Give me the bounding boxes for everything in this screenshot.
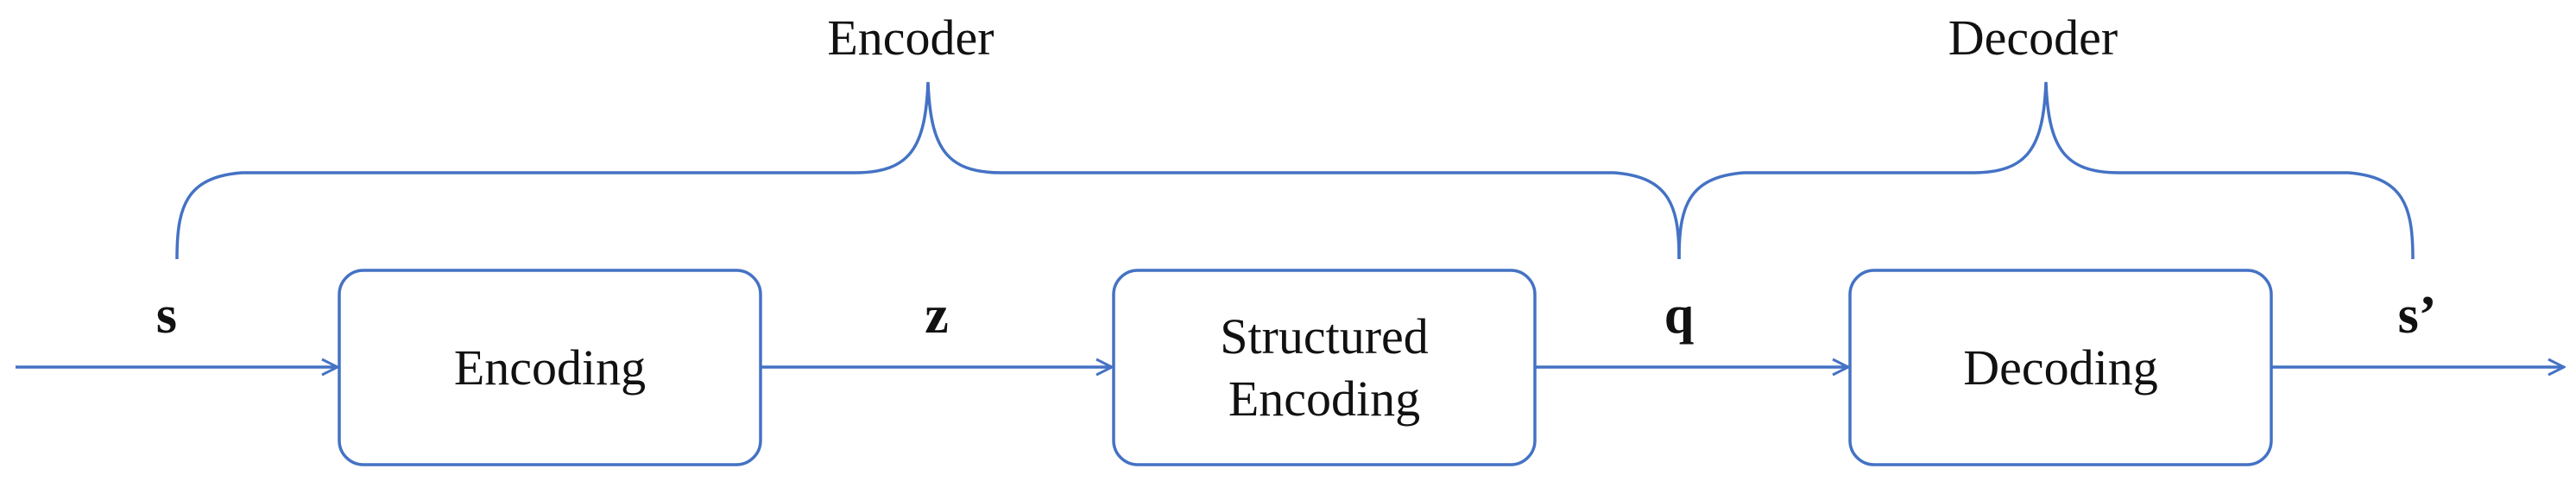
structured-encoding-text-line1: Structured bbox=[1220, 307, 1429, 364]
signal-s-prime-label: s’ bbox=[2397, 286, 2437, 345]
structured-encoding-text-line2: Encoding bbox=[1228, 370, 1421, 427]
structured-encoding-block-label: Structured Encoding bbox=[1114, 270, 1535, 465]
signal-z-label: z bbox=[925, 286, 949, 345]
decoder-brace bbox=[1677, 81, 2415, 260]
encoder-label: Encoder bbox=[827, 10, 994, 66]
encoder-brace bbox=[175, 81, 1681, 260]
signal-s-label: s bbox=[155, 286, 178, 345]
encoding-text: Encoding bbox=[453, 339, 647, 396]
decoder-label: Decoder bbox=[1948, 10, 2118, 66]
signal-q-label: q bbox=[1664, 286, 1695, 345]
decoding-text: Decoding bbox=[1963, 339, 2158, 396]
decoding-block-label: Decoding bbox=[1850, 270, 2271, 465]
encoding-block-label: Encoding bbox=[339, 270, 761, 465]
